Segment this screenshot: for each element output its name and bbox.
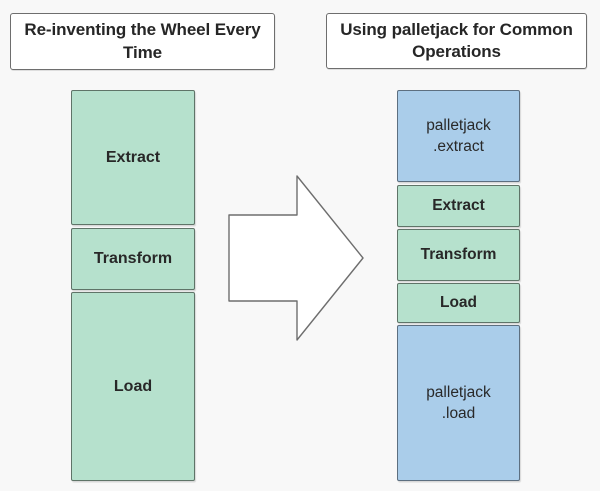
left-block-load: Load — [71, 292, 195, 481]
right-block-extract-label: Extract — [432, 197, 485, 214]
right-block-transform-label: Transform — [420, 246, 497, 263]
right-panel-title-text: Using palletjack for Common Operations — [340, 19, 573, 61]
right-block-palletjack-extract: palletjack .extract — [397, 90, 520, 182]
left-panel-title-card: Re-inventing the Wheel Every Time — [10, 13, 275, 70]
right-block-extract: Extract — [397, 185, 520, 227]
left-block-extract-label: Extract — [105, 148, 161, 166]
left-block-load-label: Load — [113, 377, 153, 395]
right-block-load: Load — [397, 283, 520, 323]
right-block-palletjack-load: palletjack .load — [397, 325, 520, 481]
left-block-transform-label: Transform — [93, 250, 173, 267]
right-panel-title-card: Using palletjack for Common Operations — [326, 13, 587, 69]
left-panel-title-text: Re-inventing the Wheel Every Time — [24, 20, 261, 62]
right-block-palletjack-extract-label: palletjack .extract — [426, 116, 491, 155]
right-block-transform: Transform — [397, 229, 520, 281]
right-block-palletjack-load-label: palletjack .load — [426, 383, 491, 422]
right-arrow-icon — [225, 172, 367, 344]
left-block-extract: Extract — [71, 90, 195, 225]
right-block-load-label: Load — [439, 294, 478, 311]
left-block-transform: Transform — [71, 228, 195, 290]
